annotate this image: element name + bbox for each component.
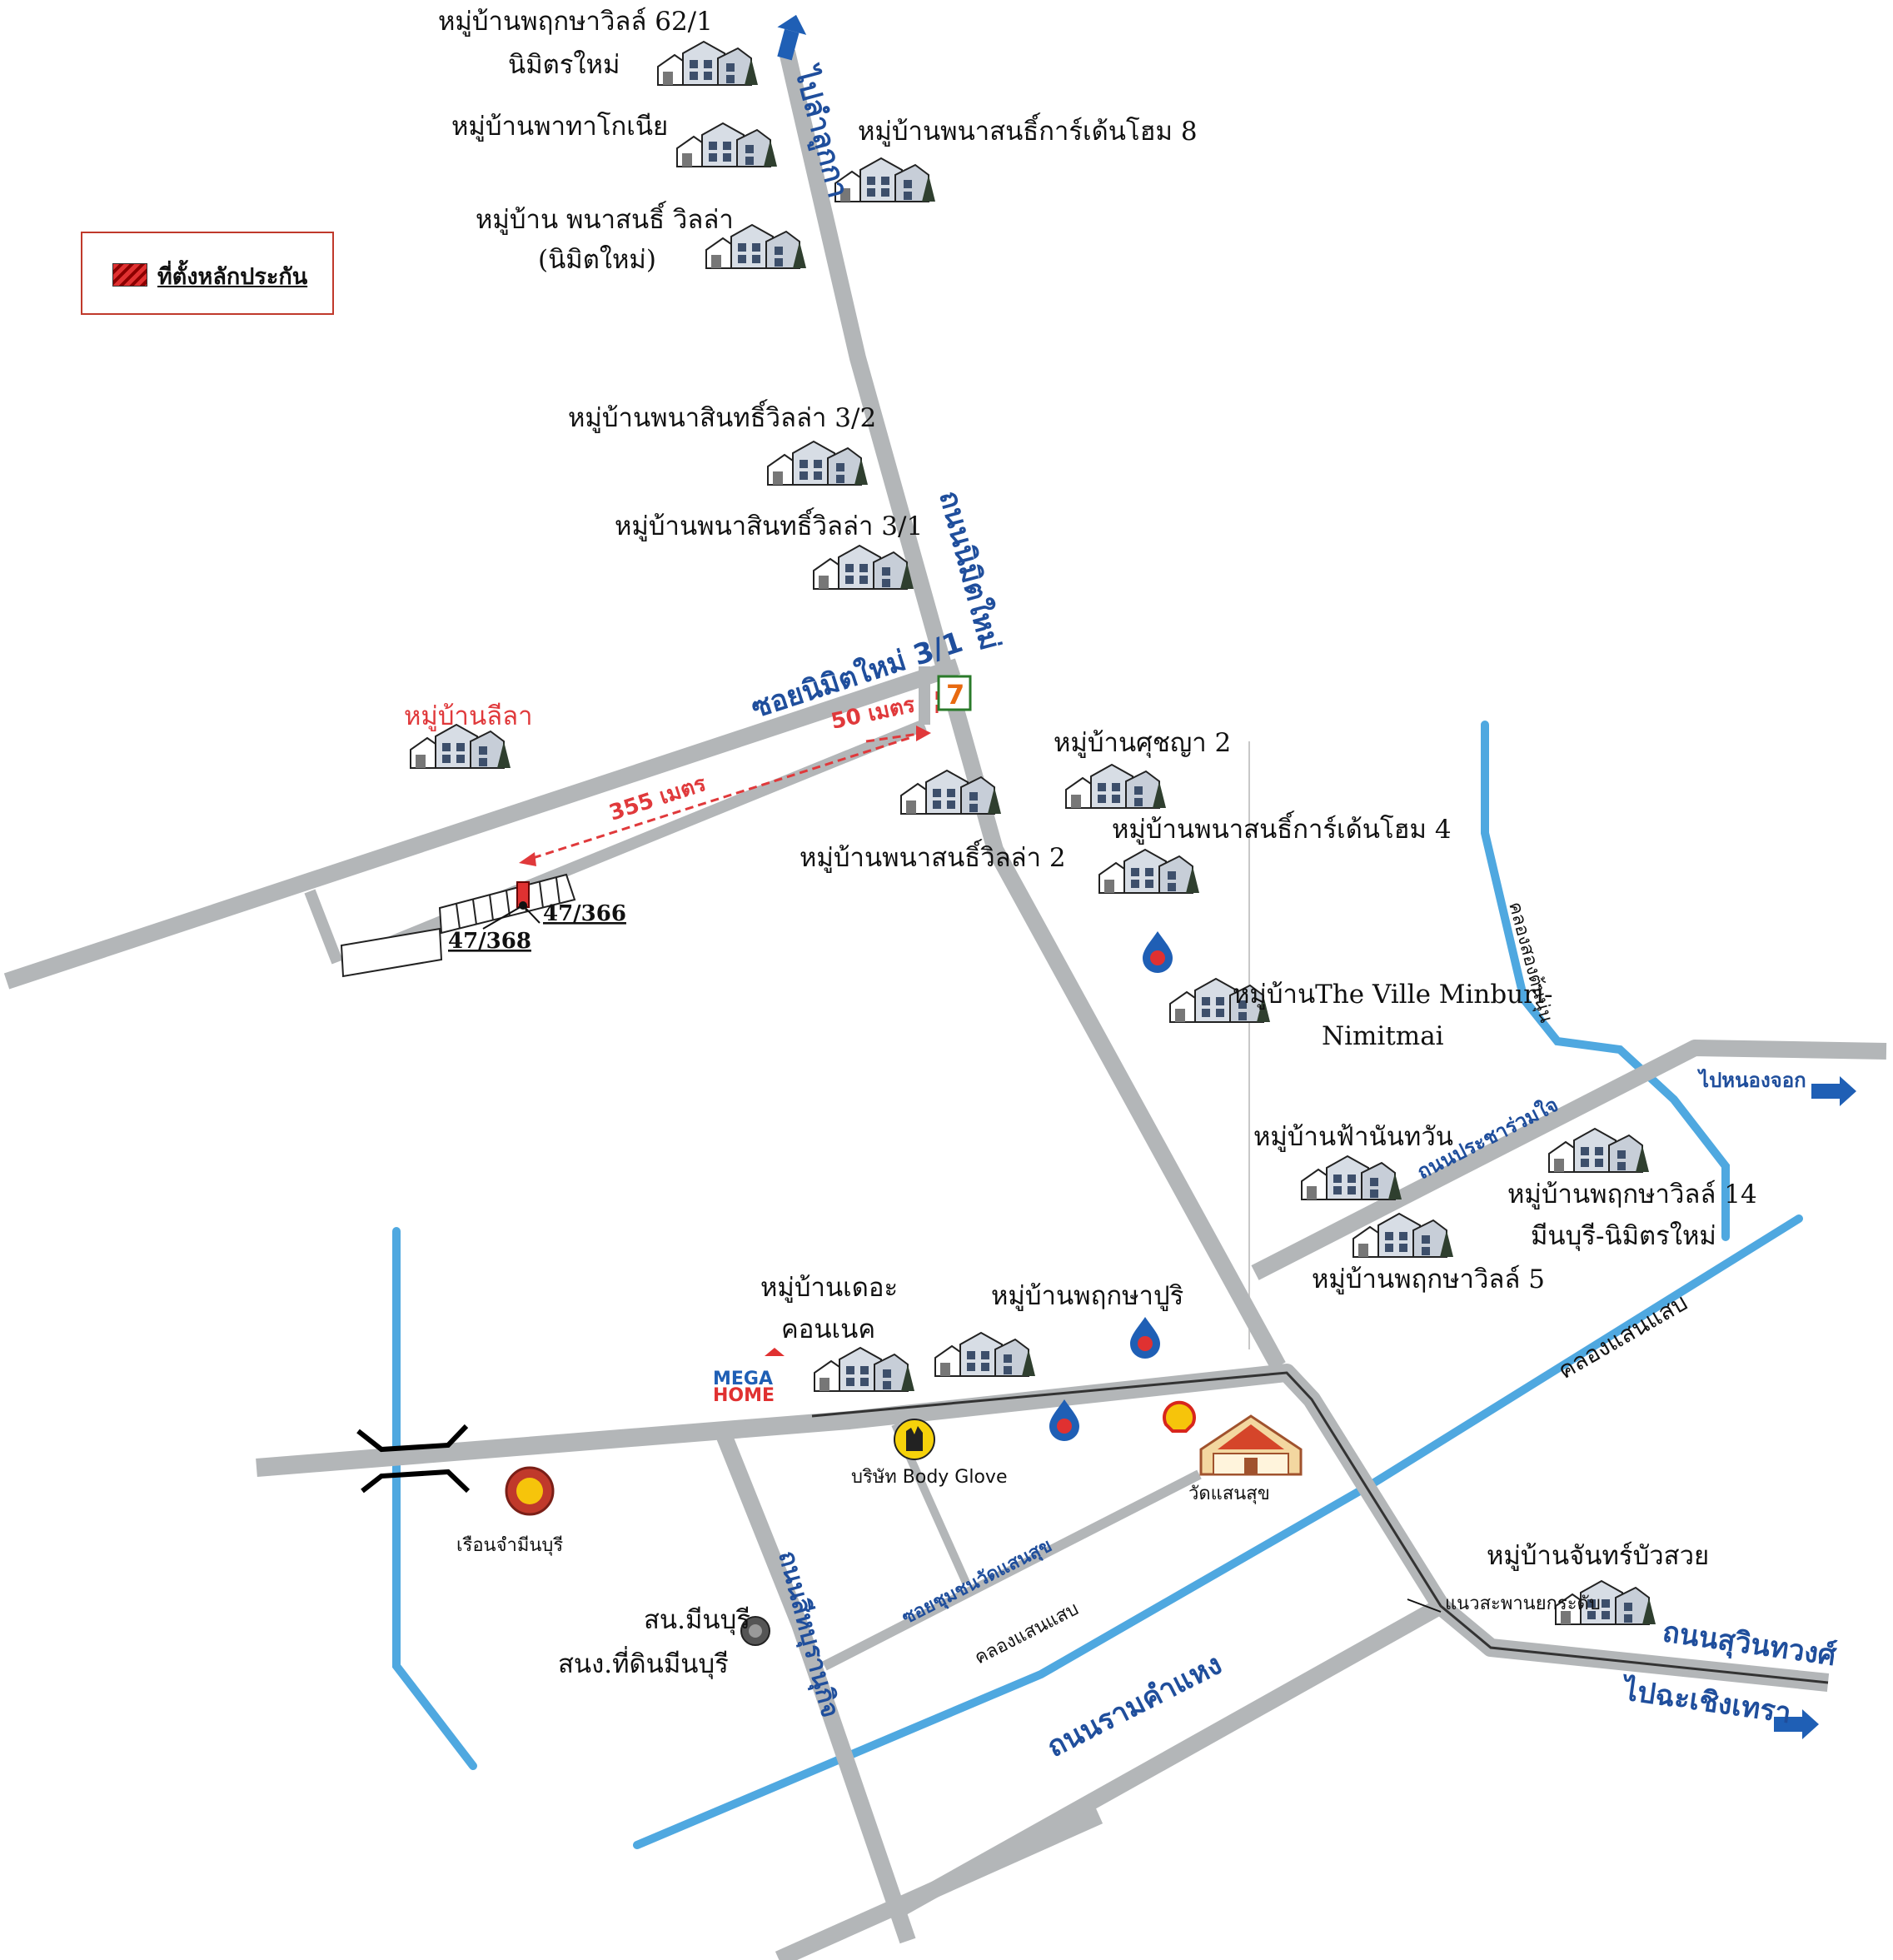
village-label: หมู่บ้านพาทาโกเนีย — [451, 112, 668, 142]
road-label-to-nong-chok: ไปหนองจอก — [1696, 1068, 1806, 1092]
road-label-sihaburanukit: ถนนสีหบุรานุกิจ — [771, 1548, 844, 1721]
seven-eleven-mark: 7 — [946, 679, 964, 711]
body-glove-icon — [894, 1419, 935, 1460]
khlong-saen-saep — [633, 1214, 1803, 1849]
megahome-line1: MEGA — [713, 1369, 773, 1389]
canal-label-saen-saep-upper: คลองแสนแสบ — [1553, 1289, 1692, 1384]
road-prachaarumjai — [1251, 1040, 1887, 1280]
megahome-logo: MEGA HOME — [713, 1348, 785, 1406]
khlong-song-ton-nun — [1481, 721, 1730, 1241]
collateral-lots — [340, 873, 576, 978]
temple-icon — [1199, 1414, 1303, 1476]
village-label: หมู่บ้านThe Ville Minburi- — [1233, 980, 1552, 1010]
house-icon — [767, 441, 869, 486]
police-label: สน.มีนบุรี — [644, 1605, 750, 1636]
road-sihaburanukit — [716, 1434, 916, 1944]
arrow-to-lam-luk-ka-icon — [770, 11, 811, 62]
road-soi-loop — [304, 889, 343, 965]
expressway-label: แนวสะพานยกระดับ — [1445, 1593, 1601, 1614]
village-label: หมู่บ้านพฤกษาวิลล์ 62/1 — [438, 7, 713, 37]
khlong-left — [392, 1227, 477, 1770]
land-office-emblem-icon — [740, 1616, 770, 1646]
wat-saen-suk-label: วัดแสนสุข — [1188, 1484, 1270, 1504]
lot-empty — [340, 927, 443, 978]
lot-label-47-368: 47/368 — [448, 929, 531, 954]
village-label: คอนเนค — [781, 1314, 875, 1344]
village-label: หมู่บ้านพนาสนธิ์การ์เด้นโฮม 4 — [1112, 810, 1452, 845]
village-label: หมู่บ้านพนาสนธิ์วิลล่า 2 — [800, 838, 1066, 873]
house-icon — [813, 545, 914, 590]
house-icon — [1098, 849, 1200, 894]
road-label-nimit-mai: ถนนนิมิตใหม่ — [932, 487, 1007, 654]
village-icons — [410, 41, 1656, 1625]
village-label: หมู่บ้านพนาสนธิ์การ์เด้นโฮม 8 — [858, 112, 1198, 147]
village-label: หมู่บ้านพฤกษาวิลล์ 5 — [1312, 1264, 1545, 1294]
distance-markers — [532, 691, 939, 860]
prison-label: เรือนจำมีนบุรี — [456, 1535, 563, 1556]
house-icon — [814, 1347, 915, 1392]
village-label: นิมิตรใหม่ — [508, 50, 620, 80]
bridge-icon — [356, 1424, 471, 1494]
village-label: หมู่บ้านจันทร์บัวสวย — [1487, 1541, 1709, 1571]
road-nimit-mai — [779, 49, 1286, 1370]
megahome-line2: HOME — [713, 1385, 775, 1406]
village-label: หมู่บ้านพฤกษาปูริ — [991, 1281, 1183, 1311]
arrow-to-nong-chok-icon — [1811, 1076, 1856, 1106]
shell-station-icon — [1163, 1400, 1196, 1433]
village-label: หมู่บ้าน พนาสนธิ์ วิลล่า — [476, 200, 734, 235]
road-soi-nimit-mai — [3, 658, 961, 990]
house-icon — [1301, 1155, 1402, 1200]
village-label: หมู่บ้านเดอะ — [760, 1273, 898, 1303]
body-glove-label: บริษัท Body Glove — [851, 1467, 1007, 1488]
village-label: หมู่บ้านพฤกษาวิลล์ 14 — [1507, 1179, 1757, 1209]
ptt-station-icon — [1130, 1317, 1160, 1359]
house-icon — [676, 122, 778, 167]
roads — [3, 49, 1887, 1960]
village-label: มีนบุรี-นิมิตรใหม่ — [1531, 1221, 1716, 1252]
village-label: หมู่บ้านศุชญา 2 — [1054, 728, 1231, 759]
seven-eleven-icon: 7 — [937, 675, 972, 711]
legend-label: ที่ตั้งหลักประกัน — [157, 264, 308, 290]
lot-label-47-366: 47/366 — [543, 901, 626, 926]
house-icon — [900, 770, 1002, 815]
elevated-road-line — [811, 1371, 1829, 1684]
village-label: Nimitmai — [1322, 1021, 1444, 1051]
house-icon — [1548, 1128, 1650, 1173]
road-soi-chumchon — [822, 1469, 1202, 1671]
village-label: หมู่บ้านฟ้านันทวัน — [1253, 1122, 1453, 1152]
land-office-label: สนง.ที่ดินมีนบุรี — [558, 1646, 729, 1680]
collateral-swatch-icon — [112, 263, 147, 287]
village-label: หมู่บ้านลีลา — [404, 701, 533, 731]
house-icon — [1065, 764, 1167, 809]
village-label: หมู่บ้านพนาสินทธิ์วิลล่า 3/2 — [568, 398, 876, 433]
village-label: หมู่บ้านพนาสินทธิ์วิลล่า 3/1 — [615, 506, 923, 541]
house-icon — [657, 41, 759, 86]
prison-seal-icon — [505, 1466, 555, 1516]
house-icon — [934, 1332, 1036, 1377]
road-bottom — [775, 1808, 1103, 1960]
village-label: (นิมิตใหม่) — [538, 245, 656, 275]
legend: ที่ตั้งหลักประกัน — [81, 232, 334, 315]
ptt-station-icon — [1143, 931, 1173, 973]
road-label-soi-chumchon: ซอยชุมชนวัดแสนสุข — [899, 1535, 1055, 1629]
